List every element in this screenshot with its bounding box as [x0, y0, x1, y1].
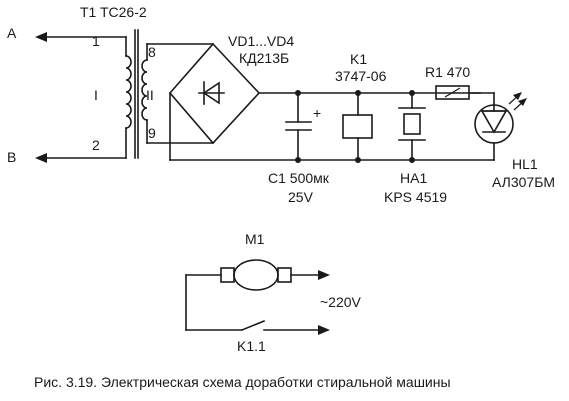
capacitor-polarity: +: [313, 105, 321, 121]
relay-ref: K1: [350, 51, 367, 67]
transformer-winding-1: I: [94, 87, 98, 103]
led-hl1: [468, 92, 527, 161]
relay-model: 3747-06: [335, 68, 387, 84]
transformer-ref: T1 TC26-2: [80, 4, 147, 20]
buzzer-ref: HA1: [400, 170, 427, 186]
terminal-b-wire: [35, 153, 127, 163]
capacitor-c1: [285, 90, 312, 163]
transformer-pin-1: 1: [92, 33, 100, 49]
diode-bridge: [168, 42, 299, 161]
bridge-model: КД213Б: [239, 50, 289, 66]
terminal-b-label: B: [7, 149, 16, 165]
relay-contact-k1-1: [185, 319, 330, 335]
capacitor-voltage: 25V: [288, 189, 314, 205]
transformer-core: [134, 29, 139, 159]
motor-m1: [185, 259, 330, 331]
buzzer-ha1: [398, 90, 426, 163]
terminal-a-wire: [35, 32, 127, 42]
capacitor-ref-value: C1 500мк: [268, 170, 330, 186]
motor-ref: M1: [245, 231, 265, 247]
transformer-secondary-winding: [141, 43, 214, 144]
resistor-label: R1 470: [425, 64, 470, 80]
transformer-pin-2: 2: [92, 137, 100, 153]
contact-ref: K1.1: [237, 338, 266, 354]
transformer-pin-9: 9: [148, 125, 156, 141]
figure-caption: Рис. 3.19. Электрическая схема доработки…: [34, 374, 451, 390]
buzzer-model: KPS 4519: [384, 189, 447, 205]
led-ref: HL1: [512, 156, 538, 172]
terminal-a-label: A: [7, 25, 17, 41]
transformer-winding-2: II: [146, 87, 154, 103]
transformer-primary-winding: [125, 36, 132, 159]
transformer-pin-8: 8: [148, 44, 156, 60]
relay-k1-coil: [342, 90, 373, 163]
motor-supply: ~220V: [320, 294, 362, 310]
led-model: АЛ307БМ: [492, 174, 555, 190]
bridge-ref: VD1...VD4: [228, 33, 294, 49]
